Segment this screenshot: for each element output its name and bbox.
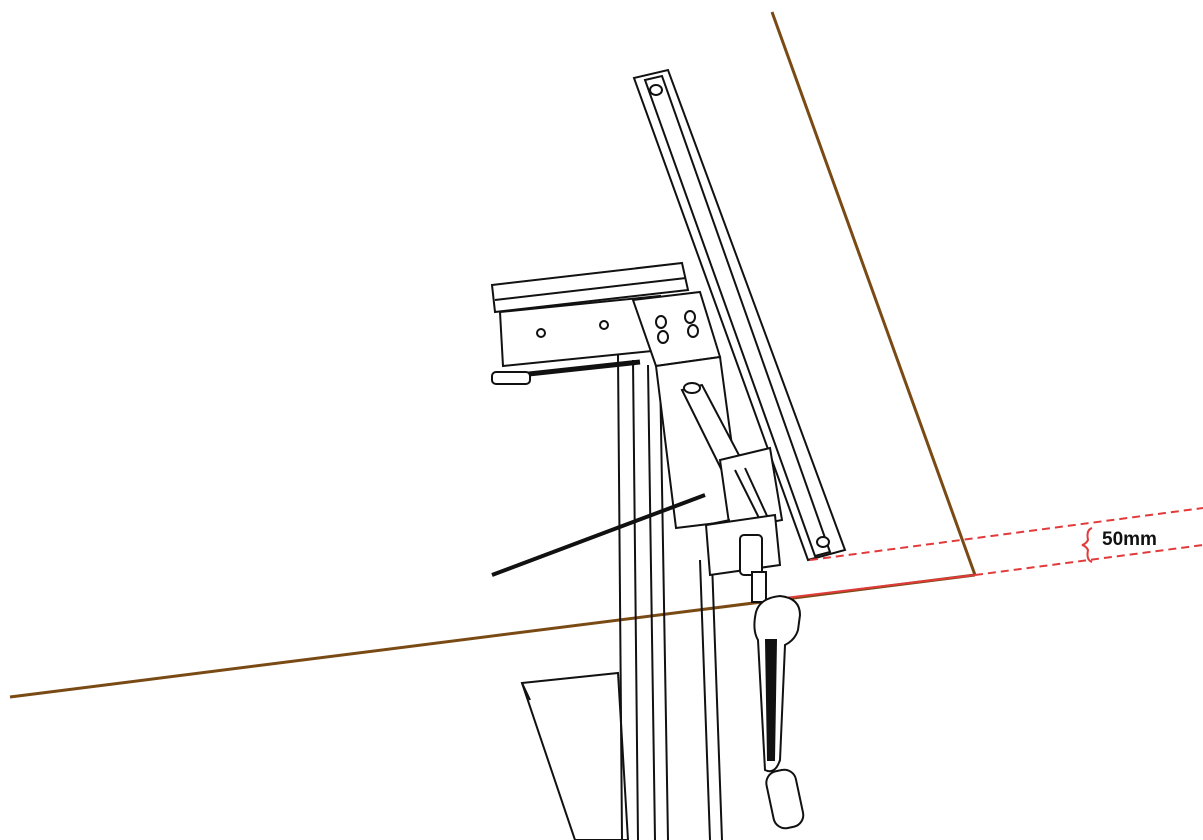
- tabletop-edge-highlight: [759, 574, 976, 602]
- foot-plate: [520, 671, 630, 840]
- actuator: [680, 382, 784, 532]
- tabletop-edge-inclined: [770, 11, 977, 576]
- lower-bracket: [704, 513, 782, 577]
- dimension-line-upper: [809, 507, 1203, 561]
- crank-shaft-line: [491, 493, 706, 577]
- crank-handle: [751, 571, 805, 830]
- offset-dimension: 50mm: [809, 507, 1203, 576]
- dimension-label: 50mm: [1102, 529, 1157, 550]
- frame-legs: [617, 354, 723, 840]
- tabletop-surface: [9, 11, 977, 699]
- tilt-arm: [632, 68, 847, 562]
- cross-beam: [490, 261, 690, 385]
- dimension-bracket: [1081, 527, 1093, 563]
- hinge-plate: [631, 290, 744, 530]
